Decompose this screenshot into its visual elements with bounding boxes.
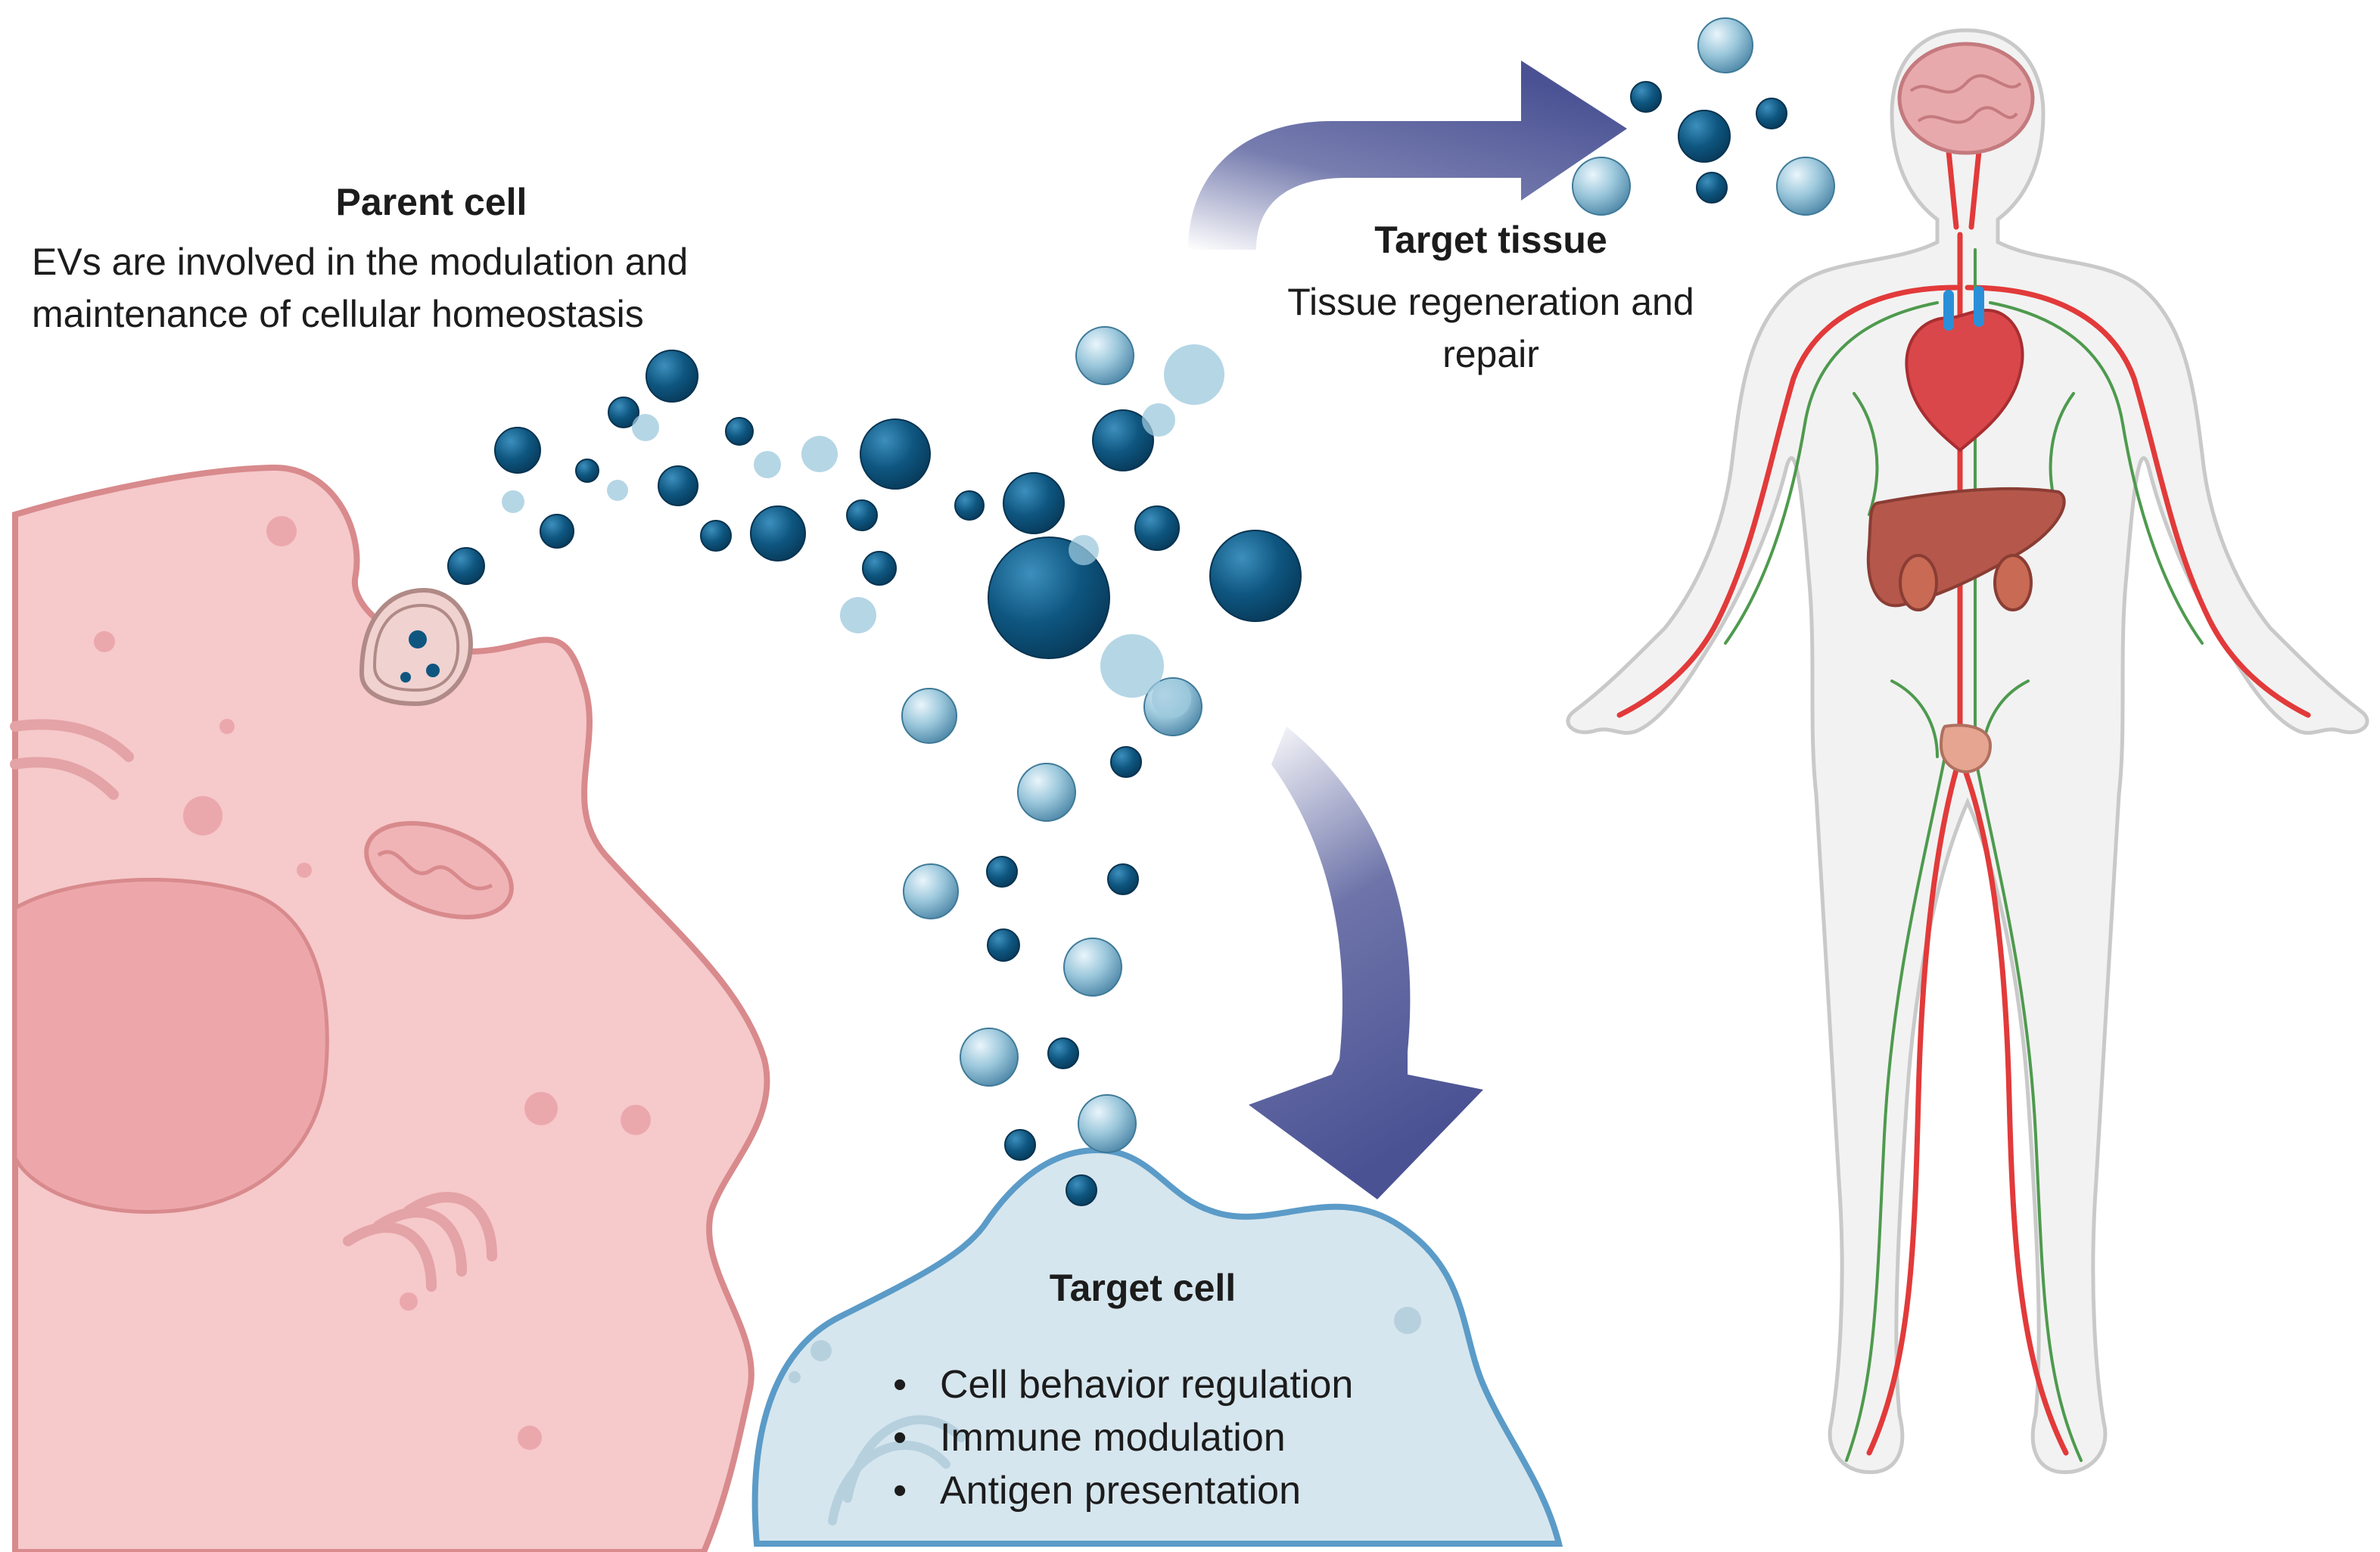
vesicle-icon [1003,472,1065,534]
vesicle-icon [1209,530,1302,622]
vesicle-icon [1630,81,1662,113]
vesicle-icon [1776,157,1835,216]
vesicle-icon [860,418,931,490]
vesicle-icon [987,928,1020,962]
vesicle-icon [1142,403,1175,437]
vesicle-icon [1696,172,1728,204]
tissue-desc-line-2: repair [1442,333,1539,375]
parent-cell-description: EVs are involved in the modulation and m… [32,236,902,341]
parent-desc-line-1: EVs are involved in the modulation and [32,241,689,283]
vesicle-icon [1134,505,1180,551]
vesicle-icon [502,490,524,513]
vesicle-icon [632,414,659,441]
vesicle-icon [1164,344,1224,405]
vesicle-icon [1110,746,1142,778]
vesicle-icon [1047,1037,1079,1069]
vesicle-icon [862,551,897,586]
arrow-icon [1188,61,1627,1199]
vesicle-icon [540,514,574,549]
vesicle-cloud [447,17,1835,1206]
vesicle-icon [646,350,698,403]
vesicle-icon [1017,763,1076,822]
vesicle-icon [725,417,754,446]
heart-icon [1905,286,2024,453]
vesicle-icon [447,547,485,585]
parent-desc-line-2: maintenance of cellular homeostasis [32,293,644,335]
vesicle-icon [494,427,541,474]
vesicle-icon [954,490,985,521]
vesicle-icon [960,1028,1019,1087]
bladder-icon [1939,723,1993,774]
vesicle-icon [658,465,698,506]
vesicle-icon [575,459,599,483]
target-cell-title: Target cell [1049,1267,1237,1309]
vesicle-icon [700,520,732,552]
vesicle-icon [1063,938,1122,997]
parent-cell-title: Parent cell [335,181,527,223]
vesicle-icon [1152,679,1191,718]
vesicle-icon [1075,326,1134,385]
vesicle-icon [1756,98,1787,129]
vesicle-icon [901,688,957,744]
vesicle-icon [846,499,878,531]
target-cell-function-list: Cell behavior regulation Immune modulati… [887,1358,1353,1517]
parent-cell-icon [10,464,770,1552]
tissue-desc-line-1: Tissue regeneration and [1287,281,1694,323]
vesicle-icon [750,505,806,561]
vesicle-icon [608,397,639,428]
vesicle-icon [1697,17,1753,73]
vesicle-icon [607,480,628,501]
vesicle-icon [1100,634,1164,698]
function-item-cell-behavior: Cell behavior regulation [887,1358,1353,1411]
target-tissue-title: Target tissue [1374,219,1607,261]
kidney-icon [1899,554,2033,611]
vesicle-icon [903,863,959,919]
function-item-immune-modulation: Immune modulation [887,1411,1353,1464]
vesicle-icon [988,537,1110,659]
brain-icon [1897,42,2035,155]
vesicle-icon [1066,1174,1097,1206]
human-body-icon [1566,28,2369,1475]
vesicle-icon [1069,535,1099,565]
vesicle-icon [754,451,781,478]
vesicle-icon [1004,1129,1036,1161]
vesicle-icon [1107,863,1139,895]
vesicle-icon [1678,110,1731,163]
target-tissue-description: Tissue regeneration and repair [1226,276,1756,381]
vesicle-icon [1572,157,1631,216]
vesicle-icon [801,436,838,472]
vesicle-icon [1078,1094,1137,1153]
vesicle-icon [986,856,1018,888]
vesicle-icon [1092,409,1154,471]
vesicle-icon [840,597,876,633]
function-item-antigen-presentation: Antigen presentation [887,1464,1353,1517]
